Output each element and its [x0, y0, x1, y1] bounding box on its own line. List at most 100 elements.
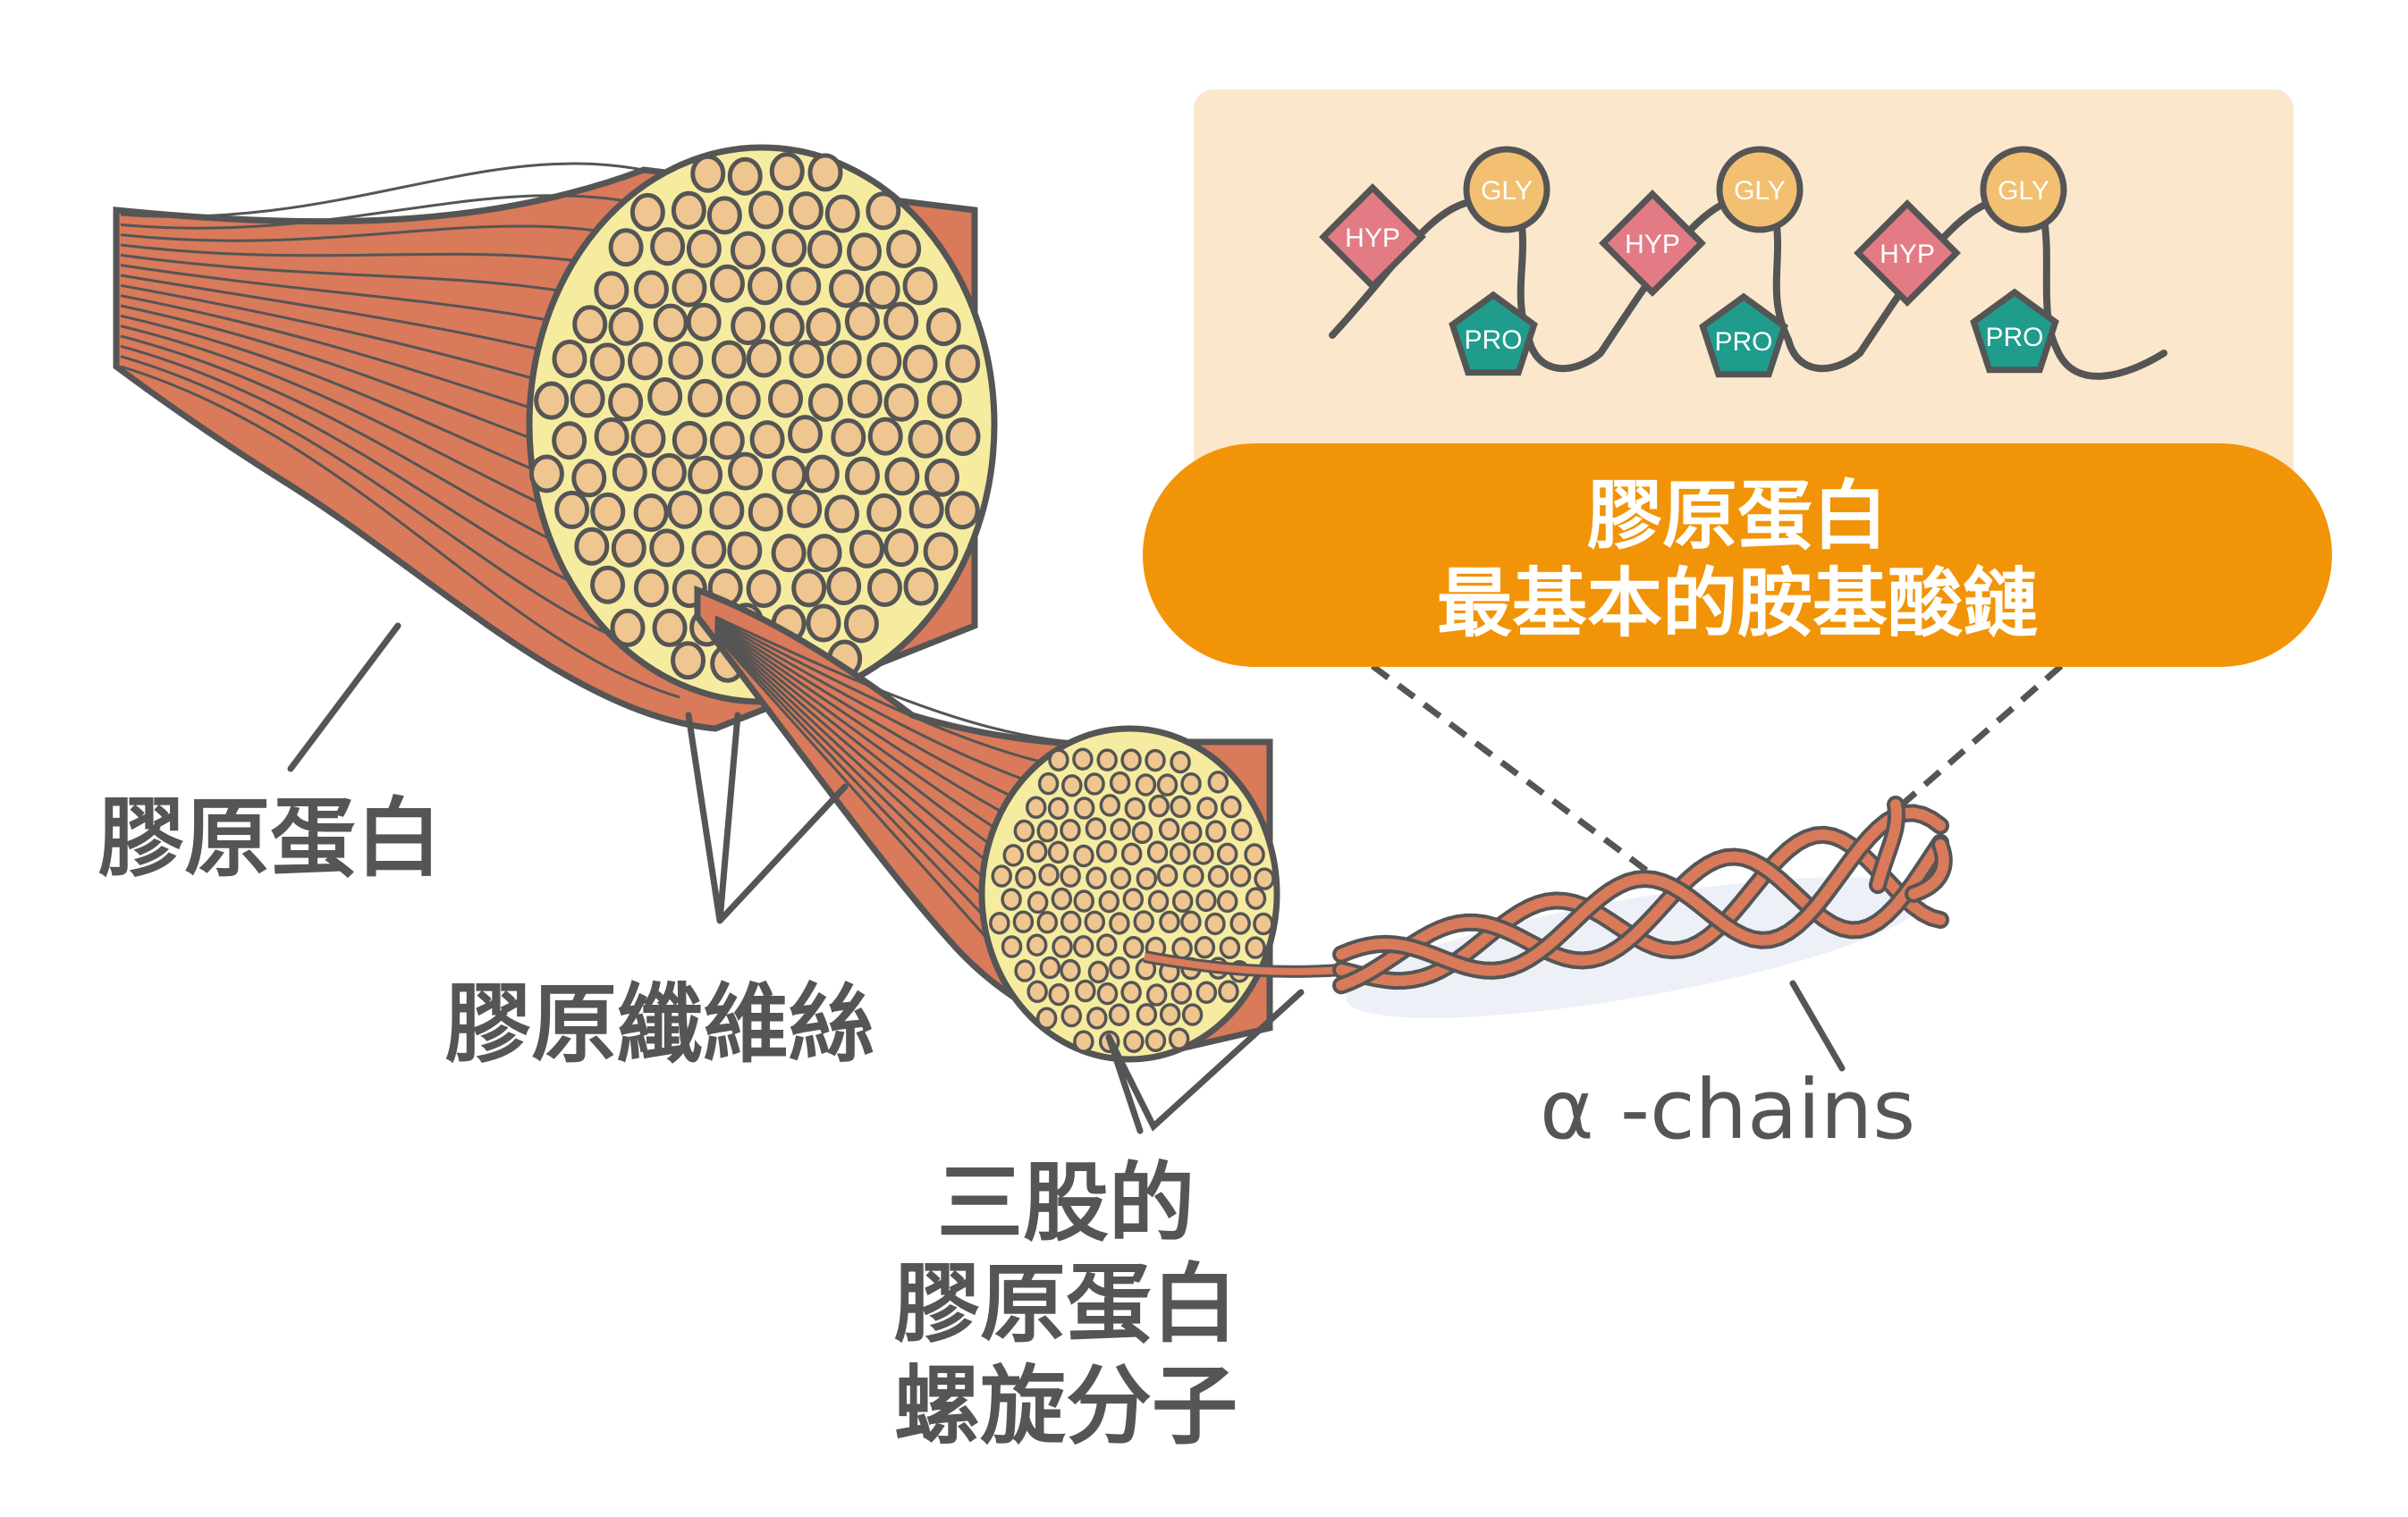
helix-dot: [1086, 1007, 1108, 1030]
fibril-dot: [866, 191, 901, 231]
helix-dot: [1193, 842, 1214, 865]
helix-dot: [1095, 839, 1118, 864]
helix-dot: [1204, 820, 1227, 843]
collagen-fibril: [694, 585, 1280, 1063]
fibril-dot: [886, 230, 922, 269]
fibril-dot: [686, 302, 722, 341]
helix-dot: [1245, 887, 1267, 910]
fibril-dot: [826, 567, 862, 606]
fibril-dot: [571, 459, 607, 498]
helix-dot: [1037, 771, 1060, 796]
helix-dot: [1145, 983, 1168, 1007]
helix-dot: [1196, 981, 1218, 1005]
fibril-dot: [806, 603, 841, 643]
helix-dot: [1170, 795, 1191, 819]
label-triple-helix-line-3: 螺旋分子: [894, 1355, 1238, 1456]
label-triple-helix-line-2: 膠原蛋白: [894, 1254, 1238, 1355]
fibril-dot: [828, 269, 864, 308]
helix-dot: [1096, 982, 1119, 1006]
helix-dot: [1221, 795, 1242, 819]
helix-dot: [1207, 771, 1229, 794]
helix-dot: [1001, 935, 1023, 958]
fibril-dot: [691, 530, 727, 569]
helix-dot: [1245, 936, 1266, 959]
fibril-dot: [608, 383, 644, 422]
helix-dot: [1170, 750, 1191, 774]
helix-dot: [1180, 910, 1202, 934]
fibril-dot: [612, 452, 647, 492]
helix-dot: [1047, 840, 1069, 864]
hyp-residue: HYP: [1319, 183, 1426, 291]
helix-dot: [1145, 1029, 1167, 1053]
helix-dot: [1180, 821, 1203, 844]
fibril-dot: [884, 457, 920, 496]
helix-dot: [1229, 864, 1252, 888]
fibril-dot: [690, 154, 726, 193]
fibril-dot: [772, 455, 807, 494]
fibril-dot: [843, 604, 879, 644]
helix-dot: [1036, 819, 1058, 843]
fibril-dot: [594, 271, 629, 310]
fibril-dot: [534, 381, 570, 420]
helix-dot: [991, 864, 1012, 888]
helix-dot: [1168, 1027, 1190, 1050]
fibril-dot: [824, 494, 859, 534]
helix-dot: [1096, 748, 1118, 771]
helix-dot: [1196, 796, 1218, 820]
fibril-dot: [847, 379, 883, 418]
helix-dot: [1110, 866, 1132, 890]
fibril-dot: [748, 493, 783, 532]
gly-residue: GLY: [1463, 146, 1550, 233]
fibril-dot: [671, 190, 706, 230]
fibril-dot: [633, 569, 669, 608]
pro-residue: PRO: [1449, 291, 1538, 376]
helix-dot: [1244, 843, 1265, 866]
fibril-dot: [649, 528, 685, 568]
gly-residue: GLY: [1980, 146, 2067, 233]
fibril-dot: [671, 641, 706, 680]
fibril-dot: [706, 196, 742, 235]
fibril-dot: [807, 153, 843, 192]
helix-dot: [1075, 979, 1096, 1003]
helix-dot: [1061, 774, 1083, 797]
collagen-bundle: [113, 144, 998, 732]
label-collagen-fibril: 膠原纖維絲: [445, 974, 874, 1075]
fibril-dot: [672, 268, 707, 308]
helix-dot: [1084, 772, 1105, 796]
hyp-label: HYP: [1345, 223, 1400, 253]
helix-dot: [1181, 1003, 1204, 1026]
helix-dot: [1122, 936, 1145, 959]
gly-residue: GLY: [1716, 146, 1804, 233]
fibril-dot: [908, 490, 944, 529]
fibril-dot: [552, 421, 587, 460]
helix-dot: [1158, 817, 1180, 841]
helix-dot: [1124, 796, 1146, 821]
zoom-dashed-lines: [1370, 663, 2064, 906]
fibril-dot: [944, 491, 980, 530]
helix-dot: [1086, 866, 1107, 890]
fibril-dot: [844, 301, 880, 341]
fibril-dot: [610, 608, 646, 647]
hyp-label: HYP: [1880, 240, 1935, 269]
fibril-dot: [630, 419, 666, 459]
fibril-dot: [867, 417, 903, 456]
fibril-dot: [804, 454, 840, 493]
fibril-dot: [633, 493, 669, 533]
helix-dot: [1159, 1003, 1181, 1026]
helix-dot: [1183, 864, 1204, 888]
helix-dot: [1204, 912, 1226, 936]
fibril-dot: [786, 266, 822, 306]
helix-dot: [1135, 773, 1157, 796]
helix-dot: [1120, 748, 1142, 771]
fibril-dot: [709, 491, 745, 530]
fibril-dot: [748, 266, 783, 306]
fibril-dot: [570, 379, 605, 418]
helix-dot: [1027, 890, 1049, 914]
gly-label: GLY: [1734, 176, 1786, 206]
fibril-dot: [769, 308, 805, 347]
helix-dot: [1171, 889, 1194, 913]
fibril-dot: [650, 227, 686, 266]
helix-dot: [1048, 982, 1069, 1007]
fibril-dot: [589, 342, 625, 382]
helix-dot: [1096, 933, 1118, 957]
